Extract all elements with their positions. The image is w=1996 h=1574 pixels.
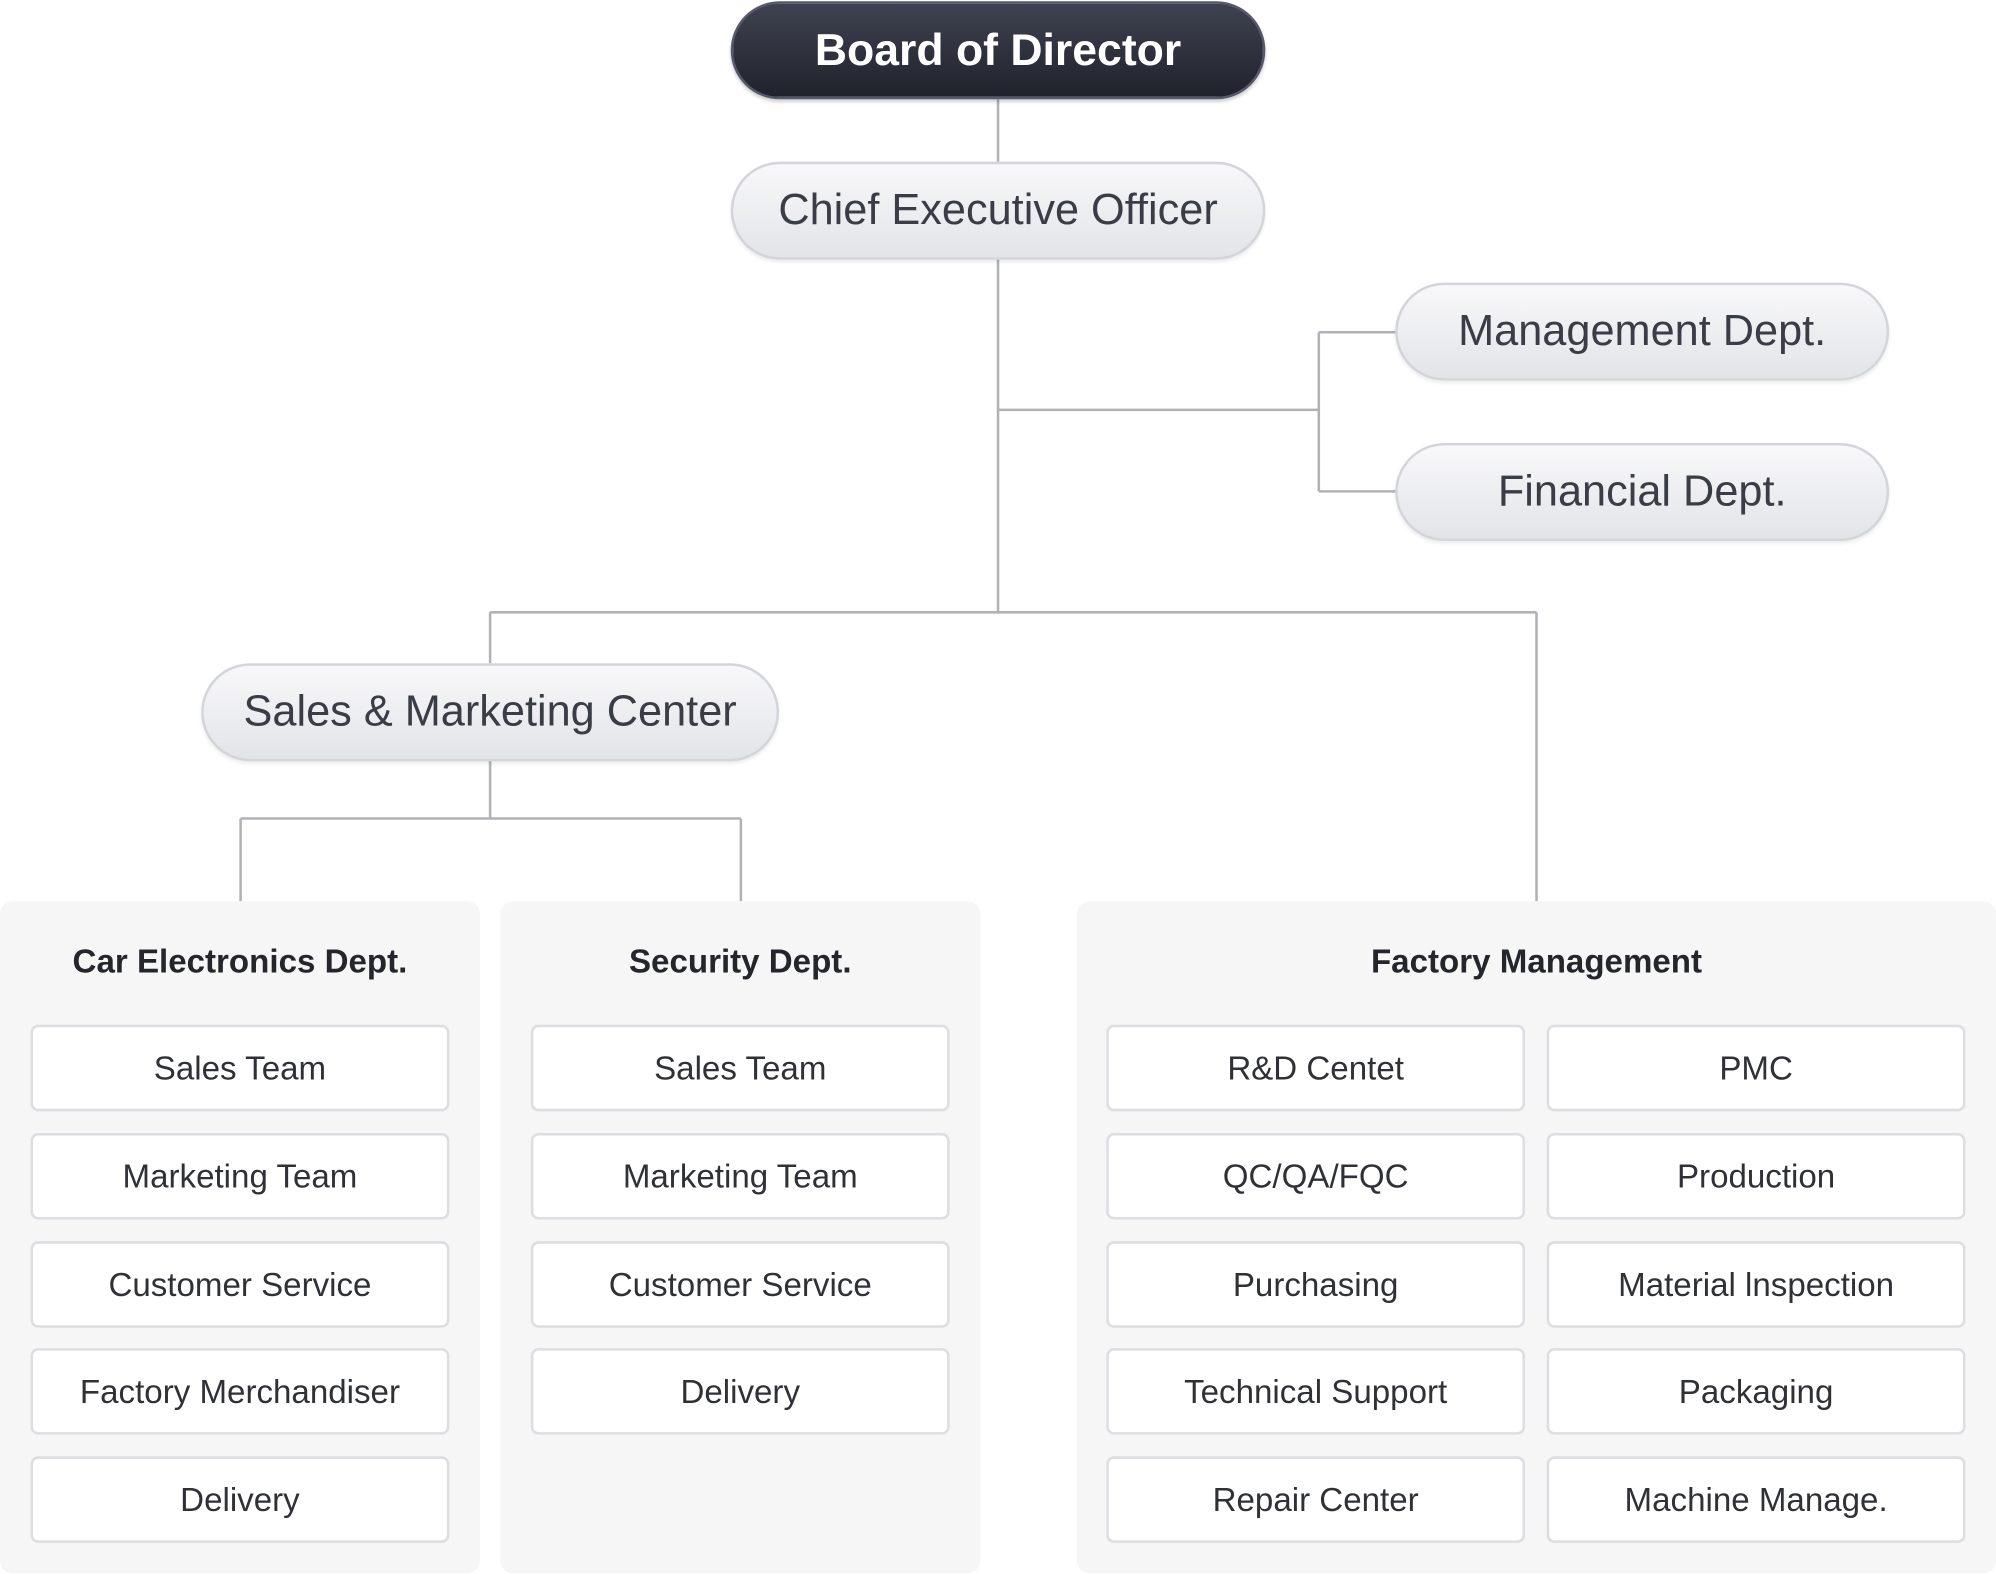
car-electronics-item: Customer Service	[30, 1241, 450, 1328]
financial-dept-node: Financial Dept.	[1395, 443, 1890, 542]
factory-item: R&D Centet	[1106, 1024, 1526, 1112]
factory-item: Packaging	[1546, 1348, 1966, 1435]
ceo-node: Chief Executive Officer	[730, 161, 1266, 260]
car-electronics-panel: Car Electronics Dept. Sales Team Marketi…	[0, 901, 480, 1574]
security-panel: Security Dept. Sales Team Marketing Team…	[500, 901, 981, 1574]
car-electronics-item: Sales Team	[30, 1024, 450, 1112]
car-electronics-item: Delivery	[30, 1456, 450, 1543]
security-item: Customer Service	[530, 1241, 950, 1328]
sales-marketing-center-node: Sales & Marketing Center	[201, 663, 780, 762]
factory-item: PMC	[1546, 1024, 1966, 1112]
security-item: Delivery	[530, 1348, 950, 1435]
security-item: Marketing Team	[530, 1132, 950, 1220]
factory-management-title: Factory Management	[1370, 942, 1703, 981]
car-electronics-item: Factory Merchandiser	[30, 1348, 450, 1435]
management-dept-node: Management Dept.	[1395, 282, 1890, 381]
factory-item: Technical Support	[1106, 1348, 1526, 1435]
factory-item: Repair Center	[1106, 1456, 1526, 1543]
factory-item: Machine Manage.	[1546, 1456, 1966, 1543]
car-electronics-item: Marketing Team	[30, 1132, 450, 1220]
factory-item: Production	[1546, 1132, 1966, 1220]
security-item: Sales Team	[530, 1024, 950, 1112]
factory-item: Material lnspection	[1546, 1241, 1966, 1328]
factory-item: QC/QA/FQC	[1106, 1132, 1526, 1220]
factory-management-panel: Factory Management R&D Centet QC/QA/FQC …	[1076, 901, 1996, 1574]
board-node: Board of Director	[730, 1, 1266, 100]
car-electronics-title: Car Electronics Dept.	[72, 942, 408, 981]
security-title: Security Dept.	[628, 942, 852, 981]
factory-item: Purchasing	[1106, 1241, 1526, 1328]
